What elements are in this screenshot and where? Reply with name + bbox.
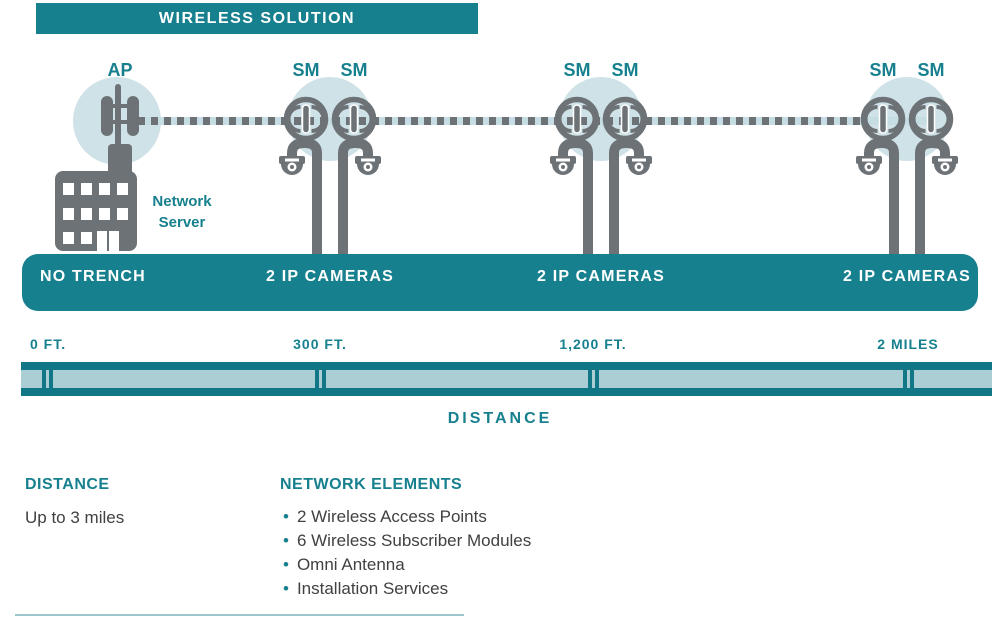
no-trench-caption: NO TRENCH (40, 268, 146, 285)
sm-pair: SM SM (832, 60, 982, 256)
trench-banner: NO TRENCH 2 IP CAMERAS 2 IP CAMERAS 2 IP C… (22, 254, 978, 311)
ruler-tick (315, 370, 326, 388)
ruler-marker-label: 300 FT. (293, 336, 347, 352)
dotted-wireless-link-icon (138, 117, 862, 125)
building-icon (55, 171, 137, 251)
dome-camera-icon (550, 156, 576, 175)
subscriber-module-icon (279, 96, 381, 256)
ruler-tick (903, 370, 914, 388)
dome-camera-icon (355, 156, 381, 175)
network-element-item: Omni Antenna (283, 553, 531, 577)
network-element-item: 6 Wireless Subscriber Modules (283, 529, 531, 553)
network-server-label: Network Server (152, 193, 212, 231)
distance-heading: DISTANCE (25, 476, 110, 493)
sm-label: SM (611, 60, 639, 80)
header-banner: WIRELESS SOLUTION (36, 3, 478, 34)
ruler-marker-label: 2 MILES (877, 336, 939, 352)
network-elements-heading: NETWORK ELEMENTS (280, 476, 463, 493)
sm-label: SM (917, 60, 945, 80)
ap-label: AP (107, 60, 133, 80)
ruler-marker-label: 0 FT. (30, 336, 67, 352)
sm-label: SM (292, 60, 320, 80)
dome-camera-icon (932, 156, 958, 175)
subscriber-module-icon (856, 96, 958, 256)
distance-value: Up to 3 miles (25, 508, 125, 527)
ruler-tick (42, 370, 53, 388)
network-element-item: Installation Services (283, 577, 531, 601)
ruler-marker-label: 1,200 FT. (559, 336, 627, 352)
sm-pair: SM SM (526, 60, 676, 256)
footer-divider (15, 614, 464, 616)
dome-camera-icon (856, 156, 882, 175)
distance-ruler (21, 362, 992, 396)
network-element-item: 2 Wireless Access Points (283, 505, 531, 529)
page-title: WIRELESS SOLUTION (158, 9, 356, 27)
sm-label: SM (340, 60, 368, 80)
sm-label: SM (563, 60, 591, 80)
ip-cameras-caption: 2 IP CAMERAS (266, 268, 394, 285)
subscriber-module-icon (550, 96, 652, 256)
distance-axis-label: DISTANCE (447, 410, 553, 427)
ruler-tick (588, 370, 599, 388)
antenna-icon (101, 84, 139, 176)
dome-camera-icon (279, 156, 305, 175)
network-elements-list: 2 Wireless Access Points6 Wireless Subsc… (283, 505, 531, 601)
ip-cameras-caption: 2 IP CAMERAS (537, 268, 665, 285)
sm-label: SM (869, 60, 897, 80)
dome-camera-icon (626, 156, 652, 175)
ip-cameras-caption: 2 IP CAMERAS (843, 268, 971, 285)
sm-pair: SM SM (255, 60, 405, 256)
